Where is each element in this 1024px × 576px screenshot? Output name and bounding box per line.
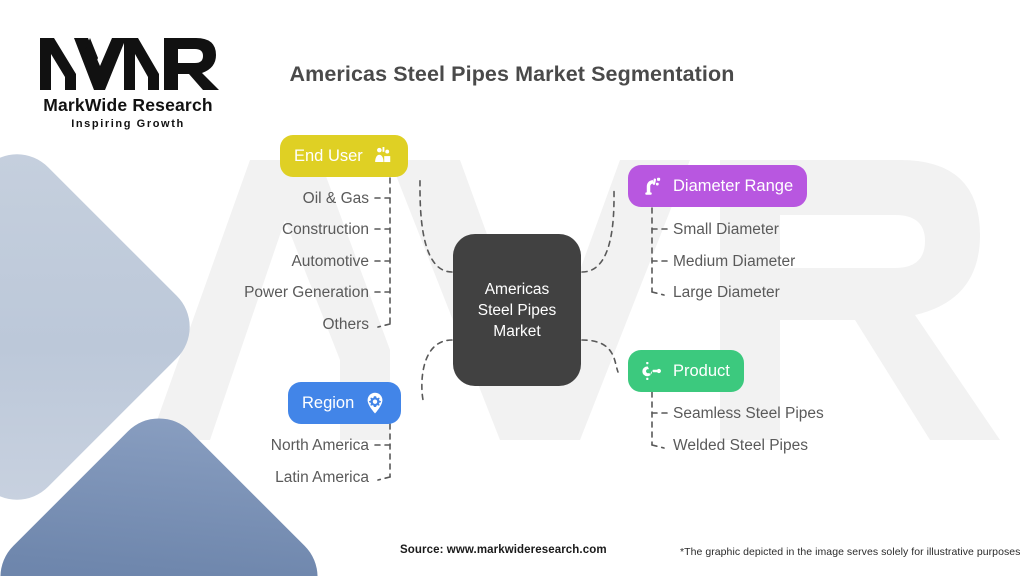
branch-label-end-user: End User	[294, 146, 363, 165]
logo-tagline: Inspiring Growth	[71, 118, 185, 130]
leaf-region-0: North America	[270, 437, 369, 454]
users-group-icon	[372, 145, 394, 167]
leaf-end-user-2: Automotive	[291, 253, 369, 270]
source-text: Source: www.markwideresearch.com	[400, 544, 607, 556]
brand-logo: MarkWide Research Inspiring Growth	[28, 32, 228, 130]
leaf-product-1: Welded Steel Pipes	[673, 437, 808, 454]
center-label-line3: Market	[493, 322, 541, 340]
branch-label-diameter-range: Diameter Range	[673, 176, 794, 195]
leaf-diameter-1: Medium Diameter	[673, 253, 796, 270]
center-label-line1: Americas	[484, 280, 550, 298]
leaf-end-user-3: Power Generation	[244, 284, 369, 301]
map-pin-gear-icon	[363, 391, 387, 415]
branch-label-region: Region	[302, 393, 355, 412]
disclaimer-text: *The graphic depicted in the image serve…	[680, 546, 1021, 558]
branch-label-product: Product	[673, 361, 730, 380]
leaf-diameter-2: Large Diameter	[673, 284, 780, 301]
leaf-product-0: Seamless Steel Pipes	[673, 405, 824, 422]
leaf-end-user-0: Oil & Gas	[302, 190, 369, 207]
mwr-logo-icon	[40, 38, 219, 90]
center-label-line2: Steel Pipes	[477, 301, 557, 319]
leaf-diameter-0: Small Diameter	[673, 221, 779, 238]
logo-name: MarkWide Research	[43, 95, 213, 115]
branch-node-product[interactable]: Product	[628, 350, 744, 392]
center-node: Americas Steel Pipes Market	[453, 234, 581, 386]
branch-node-diameter-range[interactable]: Diameter Range	[628, 165, 808, 207]
pipe-icon	[642, 175, 664, 197]
pipe-valve-icon	[642, 360, 664, 382]
branch-node-region[interactable]: Region	[288, 382, 402, 424]
leaf-end-user-4: Others	[322, 316, 369, 333]
leaf-end-user-1: Construction	[281, 221, 369, 238]
leaf-region-1: Latin America	[275, 469, 369, 486]
page-title: Americas Steel Pipes Market Segmentation	[289, 62, 735, 86]
branch-node-end-user[interactable]: End User	[280, 135, 408, 177]
